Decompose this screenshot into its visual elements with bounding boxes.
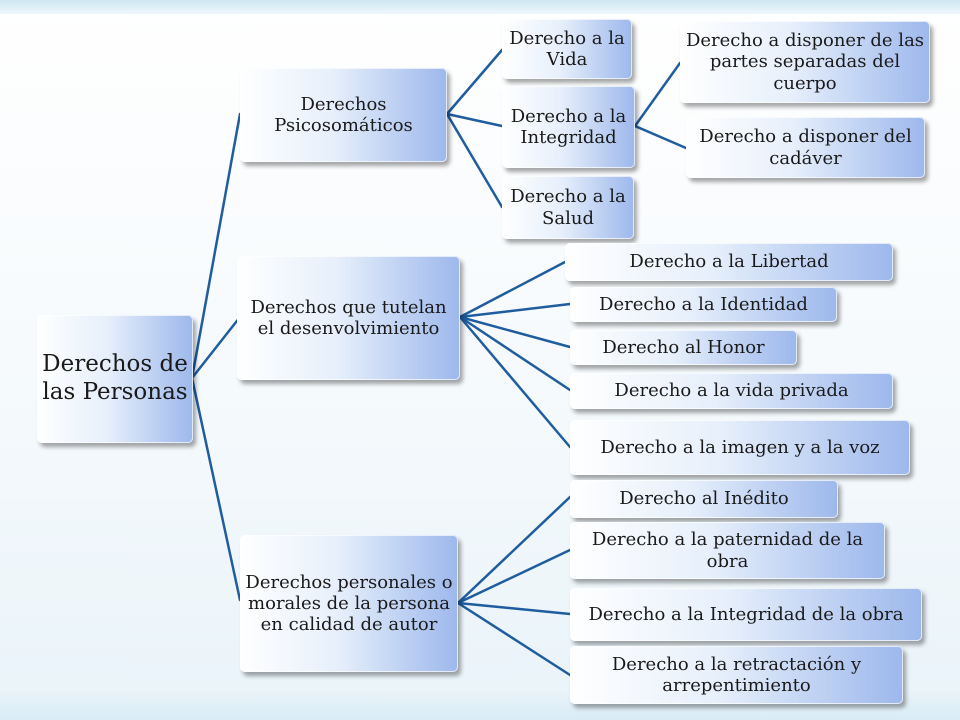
connector-root-psicosomaticos [190, 112, 242, 380]
node-derecho-inedito: Derecho al Inédito [570, 480, 838, 518]
connector-psico-salud [445, 112, 504, 209]
connector-desenv-libertad [458, 260, 567, 319]
node-derecho-retractacion: Derecho a la retractación y arrepentimie… [570, 646, 903, 704]
node-derecho-salud: Derecho a la Salud [502, 176, 634, 239]
connector-autor-retractacion [456, 601, 572, 677]
connector-autor-paternidad [456, 548, 572, 605]
node-derecho-vida: Derecho a la Vida [502, 19, 632, 79]
connector-autor-inedito [456, 495, 572, 605]
connector-integridad-partes [633, 61, 682, 128]
top-band [0, 0, 960, 14]
node-derechos-psicosomaticos: Derechos Psicosomáticos [240, 68, 447, 162]
node-root: Derechos de las Personas [37, 315, 193, 443]
node-derecho-integridad-obra: Derecho a la Integridad de la obra [570, 588, 922, 641]
connector-desenv-vida-privada [458, 315, 572, 392]
node-derecho-cadaver: Derecho a disponer del cadáver [686, 117, 925, 178]
node-derecho-integridad: Derecho a la Integridad [502, 86, 635, 168]
node-derecho-paternidad: Derecho a la paternidad de la obra [570, 522, 885, 579]
connector-desenv-honor [458, 315, 572, 349]
node-derecho-imagen-voz: Derecho a la imagen y a la voz [570, 420, 910, 475]
connector-psico-integridad [445, 112, 504, 128]
connector-root-autor [190, 376, 242, 602]
node-derecho-vida-privada: Derecho a la vida privada [570, 373, 893, 409]
connector-autor-integridad-obra [456, 601, 572, 616]
node-derecho-honor: Derecho al Honor [570, 330, 797, 365]
node-derechos-autor: Derechos personales o morales de la pers… [240, 535, 458, 672]
connector-desenv-identidad [458, 302, 572, 319]
connector-root-desenvolvimiento [190, 315, 242, 380]
connector-integridad-cadaver [633, 124, 688, 150]
connector-desenv-imagen [458, 315, 572, 449]
connector-psico-vida [445, 48, 504, 116]
node-derecho-libertad: Derecho a la Libertad [565, 243, 893, 281]
node-derechos-desenvolvimiento: Derechos que tutelan el desenvolvimiento [237, 256, 460, 380]
node-derecho-identidad: Derecho a la Identidad [570, 287, 837, 322]
node-derecho-partes-cuerpo: Derecho a disponer de las partes separad… [680, 21, 930, 103]
